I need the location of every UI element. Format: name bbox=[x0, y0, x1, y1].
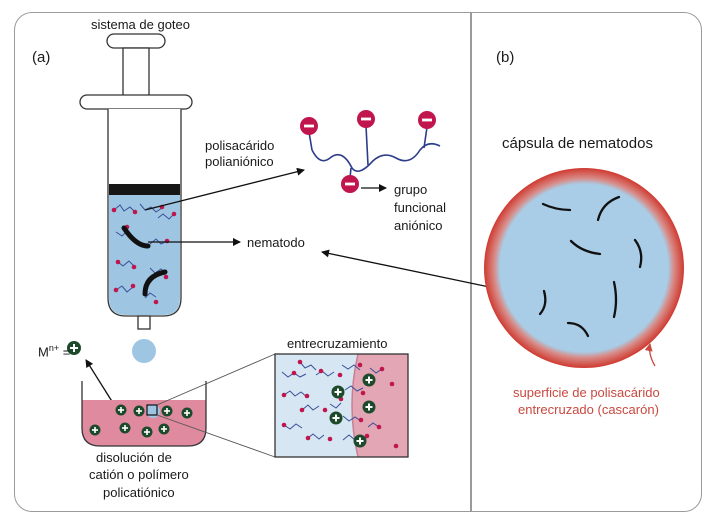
figure-frame bbox=[14, 12, 702, 512]
shell-label-1: superficie de polisacárido bbox=[513, 385, 660, 400]
polyanion-chain bbox=[308, 125, 441, 179]
group-label-2: funcional bbox=[394, 200, 447, 215]
drip-system-label: sistema de goteo bbox=[91, 17, 191, 32]
syringe-tip bbox=[137, 315, 151, 330]
syringe-anionic-dots bbox=[111, 204, 177, 305]
syringe bbox=[79, 33, 193, 330]
zoom-line-top bbox=[156, 353, 276, 406]
polysaccharide-label-2: polianiónico bbox=[205, 154, 274, 169]
bath-cation-icons bbox=[89, 404, 193, 438]
crosslinking-label: entrecruzamiento bbox=[287, 336, 388, 351]
syringe-flange bbox=[79, 94, 193, 110]
nematode-capsule bbox=[484, 168, 684, 368]
cation-equals: = bbox=[62, 344, 71, 360]
inset-anionic-dots bbox=[281, 359, 399, 449]
arrow-to-cation bbox=[85, 359, 114, 404]
zoom-square bbox=[146, 404, 158, 416]
solution-label-2: catión o polímero bbox=[89, 467, 189, 482]
panel-a-tag: (a) bbox=[32, 49, 51, 66]
solution-label-1: disolución de bbox=[96, 450, 172, 465]
group-label-3: aniónico bbox=[394, 218, 443, 233]
panel-b-tag: (b) bbox=[496, 49, 515, 66]
syringe-nematode-1 bbox=[121, 225, 151, 249]
zoom-line-bottom bbox=[156, 414, 276, 458]
capsule-nematodes bbox=[538, 195, 643, 338]
cation-symbol: M bbox=[38, 344, 49, 360]
plunger-seal bbox=[109, 184, 180, 195]
polysaccharide-label-1: polisacárido bbox=[205, 138, 275, 153]
group-label-1: grupo bbox=[394, 182, 428, 197]
inset-cation-icons bbox=[329, 373, 376, 448]
bath-droplet bbox=[146, 404, 160, 418]
falling-droplet bbox=[132, 339, 156, 363]
cation-bath bbox=[81, 381, 207, 447]
crosslink-inset bbox=[274, 353, 409, 458]
syringe-liquid bbox=[109, 194, 180, 315]
nematode-label: nematodo bbox=[247, 235, 305, 250]
plunger-thumb-top bbox=[106, 33, 166, 49]
shell-label-2: entrecruzado (cascarón) bbox=[518, 402, 659, 417]
capsule-title: cápsula de nematodos bbox=[502, 135, 653, 152]
arrow-to-polyanion bbox=[144, 167, 305, 211]
solution-label-3: policatiónico bbox=[103, 485, 175, 500]
arrow-to-shell bbox=[644, 343, 656, 367]
panel-divider bbox=[470, 13, 472, 511]
syringe-nematode-2 bbox=[142, 269, 168, 297]
anion-icon bbox=[300, 110, 436, 193]
cation-legend-icon bbox=[67, 341, 81, 355]
cation-label: Mn+ = bbox=[38, 341, 70, 359]
cation-charge: n+ bbox=[48, 343, 60, 353]
inset-polymers bbox=[281, 361, 383, 441]
